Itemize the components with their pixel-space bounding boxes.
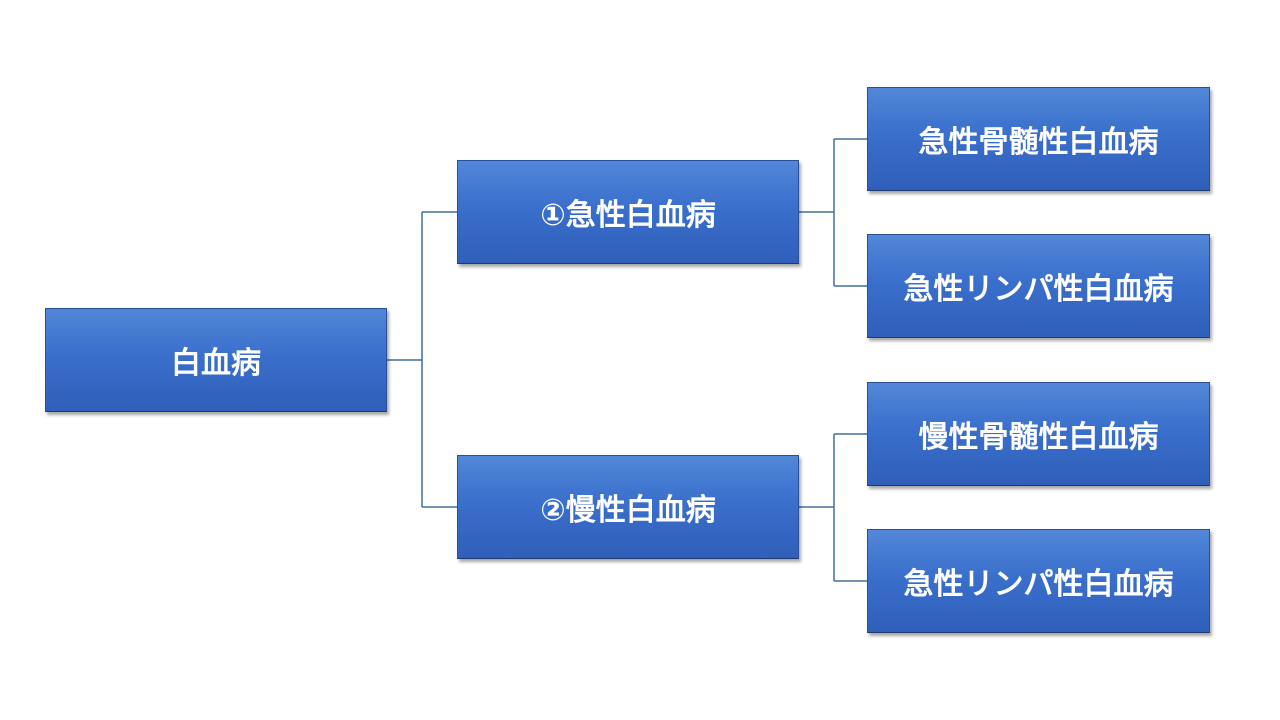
- node-acute-myeloid-leukemia: 急性骨髄性白血病: [867, 87, 1210, 191]
- connector-chronic-to-children: [799, 433, 867, 582]
- node-label: ①急性白血病: [540, 198, 716, 233]
- node-acute-leukemia: ①急性白血病: [457, 160, 799, 264]
- node-lymphoblastic-leukemia-second: 急性リンパ性白血病: [867, 529, 1210, 633]
- node-chronic-myeloid-leukemia: 慢性骨髄性白血病: [867, 382, 1210, 486]
- node-label: 白血病: [171, 346, 261, 381]
- connector-acute-to-children: [799, 138, 867, 287]
- connector-root-to-branches: [387, 211, 457, 508]
- node-label: 急性リンパ性白血病: [903, 567, 1174, 602]
- node-acute-lymphoblastic-leukemia: 急性リンパ性白血病: [867, 234, 1210, 338]
- node-label: 急性リンパ性白血病: [903, 272, 1174, 307]
- node-label: 急性骨髄性白血病: [918, 125, 1159, 160]
- node-label: ②慢性白血病: [540, 493, 716, 528]
- node-label: 慢性骨髄性白血病: [918, 420, 1159, 455]
- node-leukemia: 白血病: [45, 308, 387, 412]
- node-chronic-leukemia: ②慢性白血病: [457, 455, 799, 559]
